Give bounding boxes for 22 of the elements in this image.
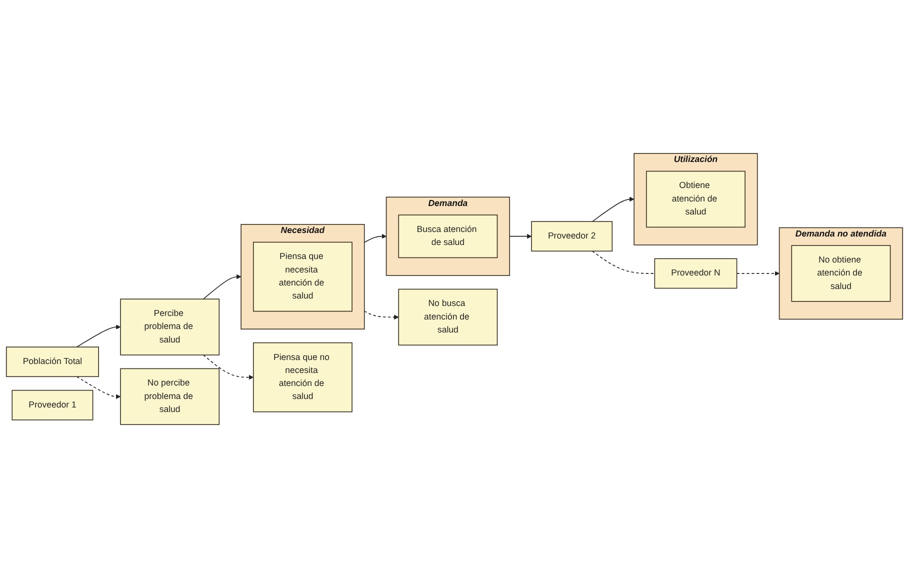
arrow	[76, 324, 121, 348]
node-box: No busca atención de salud	[398, 288, 498, 346]
arrow	[202, 274, 242, 300]
node-box: Proveedor 2	[531, 221, 613, 252]
node-box: Obtiene atención de salud	[646, 170, 746, 228]
node-box: Piensa que necesita atención de salud	[252, 242, 352, 312]
node-box: Piensa que no necesita atención de salud	[252, 342, 352, 412]
node-box: Busca atención de salud	[398, 214, 498, 258]
node-box: Proveedor 1	[12, 390, 94, 420]
connector	[592, 250, 656, 274]
node-box: Percibe problema de salud	[120, 298, 220, 356]
arrow	[592, 196, 634, 222]
arrow	[76, 376, 121, 400]
arrow	[364, 234, 386, 243]
arrow	[736, 271, 780, 276]
node-box: Proveedor N	[654, 258, 738, 289]
arrow	[509, 234, 532, 239]
node-box: No percibe problema de salud	[120, 368, 220, 425]
arrow	[364, 310, 399, 320]
node-box: No obtiene atención de salud	[791, 245, 891, 302]
arrow	[202, 354, 254, 380]
node-box: Población Total	[6, 346, 99, 378]
